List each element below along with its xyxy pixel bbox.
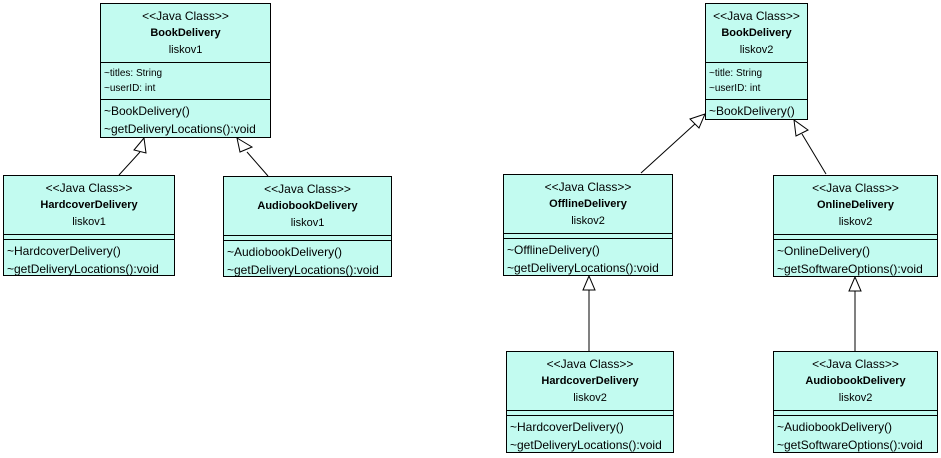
package-name: liskov2 [838,392,873,404]
stereotype-label: <<Java Class>> [812,181,899,195]
operation: ~getDeliveryLocations():void [7,262,159,276]
class-header: <<Java Class>> OfflineDelivery liskov2 [504,175,672,233]
operation: ~OfflineDelivery() [507,243,600,257]
class-header: <<Java Class>> OnlineDelivery liskov2 [774,176,937,234]
class-name: OnlineDelivery [816,199,895,211]
operation: ~AudiobookDelivery() [777,420,893,434]
operation: ~AudiobookDelivery() [227,245,343,259]
class-name: HardcoverDelivery [541,375,639,387]
operation: ~getSoftwareOptions():void [777,438,923,452]
stereotype-label: <<Java Class>> [713,9,800,23]
class-name: AudiobookDelivery [805,375,906,387]
class-header: <<Java Class>> HardcoverDelivery liskov1 [4,176,174,234]
stereotype-label: <<Java Class>> [546,357,634,371]
attributes-compartment [774,410,937,415]
class-header: <<Java Class>> HardcoverDelivery liskov2 [507,352,673,410]
attribute: ~userID: int [709,83,761,94]
operation: ~getDeliveryLocations():void [510,438,662,452]
class-header: <<Java Class>> BookDelivery liskov2 [706,4,807,62]
stereotype-label: <<Java Class>> [544,180,632,194]
attribute: ~titles: String [104,68,163,79]
stereotype-label: <<Java Class>> [142,9,229,23]
operation: ~getDeliveryLocations():void [507,261,659,275]
class-header: <<Java Class>> BookDelivery liskov1 [101,4,270,62]
class-header: <<Java Class>> AudiobookDelivery liskov1 [224,177,391,235]
operations-compartment: ~HardcoverDelivery() ~getDeliveryLocatio… [507,415,673,456]
operation: ~getSoftwareOptions():void [777,262,923,276]
class-name: HardcoverDelivery [40,199,138,211]
class-header: <<Java Class>> AudiobookDelivery liskov2 [774,352,937,410]
package-name: liskov2 [571,215,605,227]
generalization-line [640,122,697,174]
attributes-compartment [507,410,673,415]
operations-compartment: ~OnlineDelivery() ~getSoftwareOptions():… [774,239,937,280]
class-offlinedelivery-liskov2[interactable]: <<Java Class>> OfflineDelivery liskov2 ~… [503,174,673,276]
operation: ~BookDelivery() [104,104,190,118]
class-name: AudiobookDelivery [257,200,358,212]
class-bookdelivery-liskov2[interactable]: <<Java Class>> BookDelivery liskov2 ~tit… [705,3,808,120]
operation: ~BookDelivery() [709,104,795,118]
package-name: liskov1 [72,216,106,228]
class-name: BookDelivery [150,27,221,39]
attribute: ~userID: int [104,83,156,94]
class-hardcoverdelivery-liskov2[interactable]: <<Java Class>> HardcoverDelivery liskov2… [506,351,674,453]
attribute: ~title: String [709,68,763,79]
package-name: liskov2 [739,44,774,56]
package-name: liskov2 [573,392,607,404]
generalization-arrowhead [133,136,147,154]
stereotype-label: <<Java Class>> [264,182,351,196]
operation: ~HardcoverDelivery() [510,420,624,434]
operation: ~getDeliveryLocations():void [227,263,379,277]
stereotype-label: <<Java Class>> [812,357,899,371]
attributes-compartment: ~title: String ~userID: int [706,62,807,99]
operation: ~OnlineDelivery() [777,244,871,258]
attributes-compartment: ~titles: String ~userID: int [101,62,270,99]
generalization-arrowhead [793,118,809,137]
generalization-line [246,151,269,177]
class-name: BookDelivery [721,27,792,39]
class-onlinedelivery-liskov2[interactable]: <<Java Class>> OnlineDelivery liskov2 ~O… [773,175,938,277]
operation: ~getDeliveryLocations():void [104,122,256,136]
class-name: OfflineDelivery [549,198,627,210]
generalization-line [118,151,141,176]
stereotype-label: <<Java Class>> [45,181,133,195]
operations-compartment: ~AudiobookDelivery() ~getDeliveryLocatio… [224,240,391,281]
operation: ~HardcoverDelivery() [7,244,121,258]
generalization-arrowhead [236,136,254,153]
operations-compartment: ~BookDelivery() ~getDeliveryLocations():… [101,99,270,140]
class-audiobookdelivery-liskov1[interactable]: <<Java Class>> AudiobookDelivery liskov1… [223,176,392,277]
package-name: liskov1 [168,44,203,56]
generalization-arrowhead [689,113,706,129]
operations-compartment: ~HardcoverDelivery() ~getDeliveryLocatio… [4,239,174,280]
attributes-compartment [4,234,174,239]
attributes-compartment [224,235,391,240]
package-name: liskov1 [290,217,325,229]
class-bookdelivery-liskov1[interactable]: <<Java Class>> BookDelivery liskov1 ~tit… [100,3,271,138]
attributes-compartment [504,233,672,238]
class-hardcoverdelivery-liskov1[interactable]: <<Java Class>> HardcoverDelivery liskov1… [3,175,175,276]
operations-compartment: ~OfflineDelivery() ~getDeliveryLocations… [504,238,672,279]
operations-compartment: ~AudiobookDelivery() ~getSoftwareOptions… [774,415,937,456]
operations-compartment: ~BookDelivery() [706,99,807,122]
generalization-line [801,133,827,175]
attributes-compartment [774,234,937,239]
package-name: liskov2 [838,216,873,228]
class-audiobookdelivery-liskov2[interactable]: <<Java Class>> AudiobookDelivery liskov2… [773,351,938,453]
